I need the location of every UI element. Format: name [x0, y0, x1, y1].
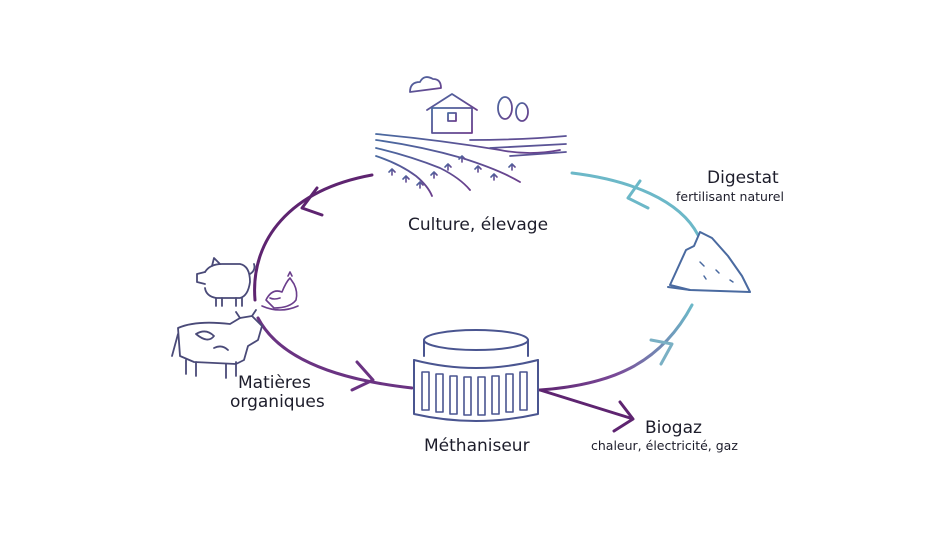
label-biogaz-title: Biogaz [645, 418, 702, 438]
arrowhead-top-right [626, 179, 650, 210]
cow-icon [171, 309, 263, 379]
arrowhead-bottom-left [350, 360, 375, 392]
cycle-loop [253, 171, 700, 420]
arc-digestat-to-culture [570, 171, 700, 237]
hen-icon [261, 271, 299, 311]
biogaz-arrow-line [538, 388, 632, 420]
arrowhead-bottom-right [649, 338, 674, 366]
label-matieres-line2: organiques [230, 392, 325, 412]
farm-landscape-icon [375, 76, 567, 197]
arc-methaniseur-to-digestat [538, 303, 694, 392]
arrowhead-biogaz [612, 400, 635, 433]
label-culture-elevage: Culture, élevage [408, 215, 549, 235]
label-matieres-line1: Matières [238, 373, 311, 393]
digester-tank-icon [413, 329, 539, 422]
label-digestat-title: Digestat [707, 168, 779, 188]
pig-icon [196, 257, 256, 307]
digestate-pile-icon [667, 231, 751, 293]
arc-culture-to-matieres [253, 173, 374, 302]
arc-matieres-to-methaniseur [256, 316, 414, 390]
label-methaniseur: Méthaniseur [424, 436, 530, 456]
label-biogaz-subtitle: chaleur, électricité, gaz [591, 438, 738, 453]
label-digestat-subtitle: fertilisant naturel [676, 189, 784, 204]
arrowhead-top-left [300, 186, 324, 217]
cycle-arrowheads [300, 179, 674, 433]
